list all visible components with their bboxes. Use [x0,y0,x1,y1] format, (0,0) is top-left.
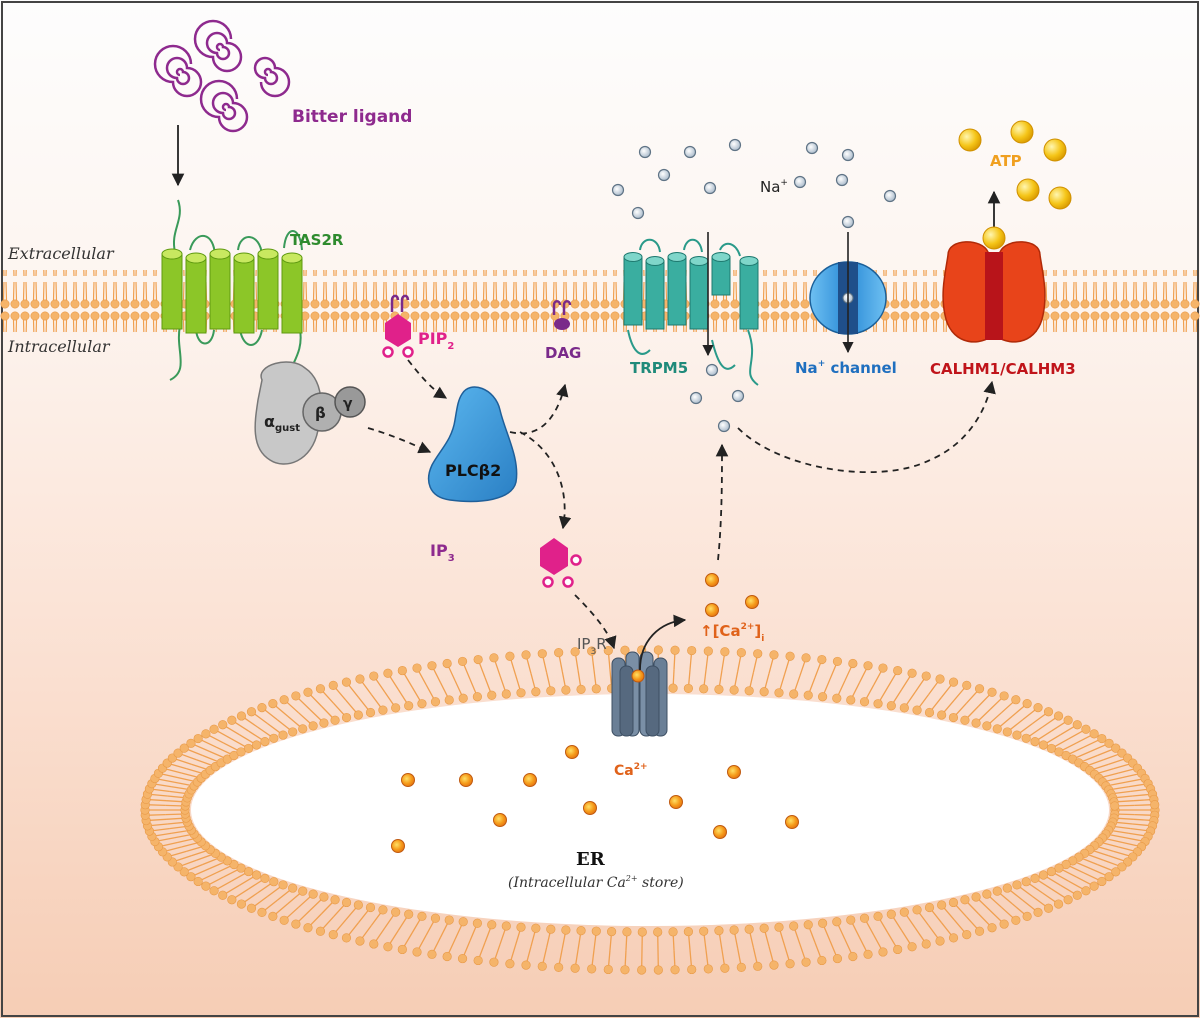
bitter-ligand-label: Bitter ligand [292,107,412,127]
tas2r-label: TAS2R [290,231,344,249]
calhm-label: CALHM1/CALHM3 [930,360,1076,378]
calhm-channel [943,242,1045,342]
atp-label: ATP [990,152,1022,170]
na-channel-label: Na+ channel [795,359,897,377]
trpm5-label: TRPM5 [630,359,688,377]
beta-label: β [315,404,326,422]
dag-label: DAG [545,344,581,362]
er-label: ER [576,849,606,870]
extracellular-label: Extracellular [7,244,115,263]
plcb2-label: PLCβ2 [445,461,501,480]
gamma-label: γ [343,396,353,412]
er-description-label: (Intracellular Ca2+ store) [508,874,684,891]
intracellular-label: Intracellular [7,337,111,356]
